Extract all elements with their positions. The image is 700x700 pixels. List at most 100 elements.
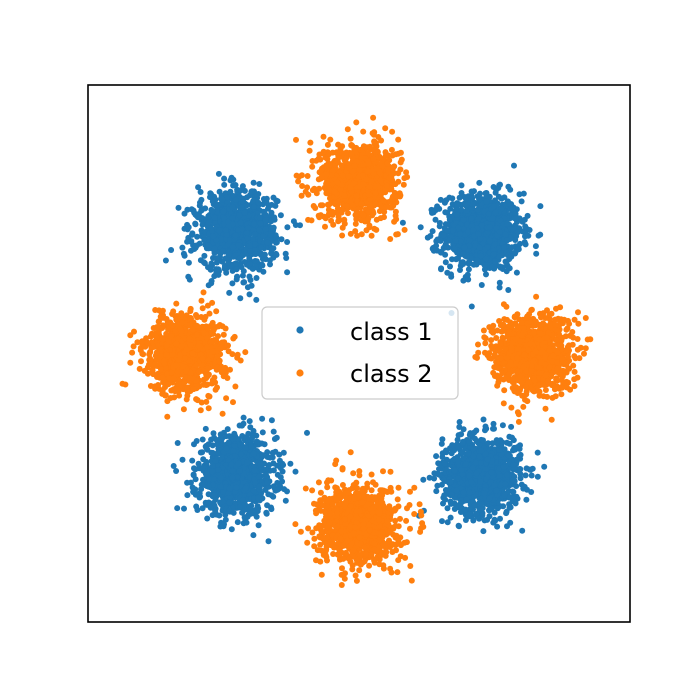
point-class-2	[293, 136, 299, 143]
point-class-1	[482, 466, 489, 472]
point-class-1	[454, 201, 461, 208]
point-class-1	[206, 475, 212, 482]
point-class-2	[370, 155, 377, 162]
point-class-1	[476, 179, 483, 186]
point-class-1	[255, 522, 262, 529]
point-class-1	[440, 500, 446, 507]
point-class-1	[221, 181, 228, 188]
point-class-1	[284, 239, 291, 245]
point-class-2	[324, 156, 331, 162]
point-class-2	[370, 131, 377, 138]
point-class-1	[219, 248, 226, 255]
point-class-1	[444, 227, 451, 234]
point-class-1	[446, 237, 453, 244]
point-class-2	[372, 201, 379, 208]
point-class-1	[506, 265, 513, 272]
point-class-1	[193, 491, 200, 498]
point-class-1	[270, 194, 277, 201]
point-class-1	[499, 422, 506, 429]
point-class-1	[235, 227, 242, 233]
point-class-1	[241, 209, 248, 216]
point-class-1	[476, 244, 483, 251]
point-class-1	[480, 416, 487, 423]
point-class-1	[284, 269, 291, 276]
point-class-1	[210, 430, 217, 437]
point-class-1	[436, 220, 443, 226]
point-class-1	[217, 523, 224, 530]
point-class-1	[494, 523, 501, 530]
point-class-1	[265, 538, 272, 545]
point-class-1	[493, 487, 500, 494]
point-class-1	[248, 444, 255, 451]
point-class-1	[251, 221, 257, 228]
point-class-1	[504, 220, 511, 227]
point-class-1	[258, 440, 265, 447]
point-class-1	[474, 206, 481, 213]
point-class-2	[365, 160, 372, 167]
point-class-1	[482, 423, 489, 430]
point-class-2	[392, 181, 399, 188]
point-class-1	[225, 259, 232, 266]
point-class-1	[511, 162, 517, 169]
point-class-1	[252, 479, 259, 486]
point-class-1	[190, 207, 197, 214]
point-class-1	[168, 247, 175, 253]
point-class-1	[477, 252, 484, 259]
point-class-1	[463, 207, 470, 214]
point-class-2	[320, 148, 327, 155]
point-class-1	[250, 450, 257, 457]
point-class-2	[343, 149, 350, 156]
point-class-1	[476, 196, 483, 203]
point-class-1	[238, 204, 245, 211]
point-class-1	[454, 249, 461, 256]
point-class-1	[494, 505, 501, 512]
point-class-2	[365, 168, 372, 175]
point-class-2	[373, 165, 380, 172]
point-class-1	[259, 429, 266, 436]
point-class-1	[478, 282, 485, 288]
point-class-2	[400, 181, 407, 188]
point-class-1	[465, 266, 472, 273]
point-class-1	[215, 170, 222, 177]
point-class-1	[488, 505, 495, 512]
point-class-1	[273, 250, 279, 257]
point-class-1	[438, 266, 444, 273]
point-class-1	[470, 227, 477, 233]
point-class-1	[491, 425, 497, 432]
point-class-1	[453, 256, 460, 262]
point-class-2	[350, 180, 357, 187]
point-class-1	[246, 242, 253, 249]
point-class-1	[497, 515, 503, 522]
point-class-1	[448, 450, 455, 457]
point-class-2	[360, 181, 367, 188]
point-class-1	[457, 238, 464, 245]
point-class-2	[360, 211, 367, 218]
point-class-1	[457, 231, 464, 238]
point-class-1	[282, 497, 289, 504]
point-class-2	[353, 211, 360, 218]
point-class-1	[512, 215, 519, 222]
point-class-1	[517, 475, 524, 482]
point-class-1	[465, 228, 471, 235]
point-class-1	[246, 418, 253, 425]
point-class-1	[192, 466, 199, 473]
point-class-1	[174, 440, 181, 446]
point-class-2	[298, 172, 305, 179]
point-class-1	[200, 259, 207, 266]
point-class-1	[475, 231, 482, 238]
point-class-1	[239, 497, 246, 503]
point-class-1	[468, 215, 475, 222]
point-class-1	[448, 271, 454, 278]
point-class-1	[438, 440, 445, 447]
point-class-1	[501, 244, 507, 251]
point-class-2	[313, 190, 320, 197]
point-class-1	[232, 453, 239, 460]
point-class-1	[480, 528, 487, 535]
point-class-1	[533, 250, 540, 257]
point-class-1	[468, 479, 475, 486]
point-class-1	[181, 252, 188, 259]
point-class-1	[486, 237, 493, 244]
point-class-1	[489, 263, 495, 270]
point-class-2	[310, 203, 317, 209]
point-class-1	[259, 261, 265, 268]
